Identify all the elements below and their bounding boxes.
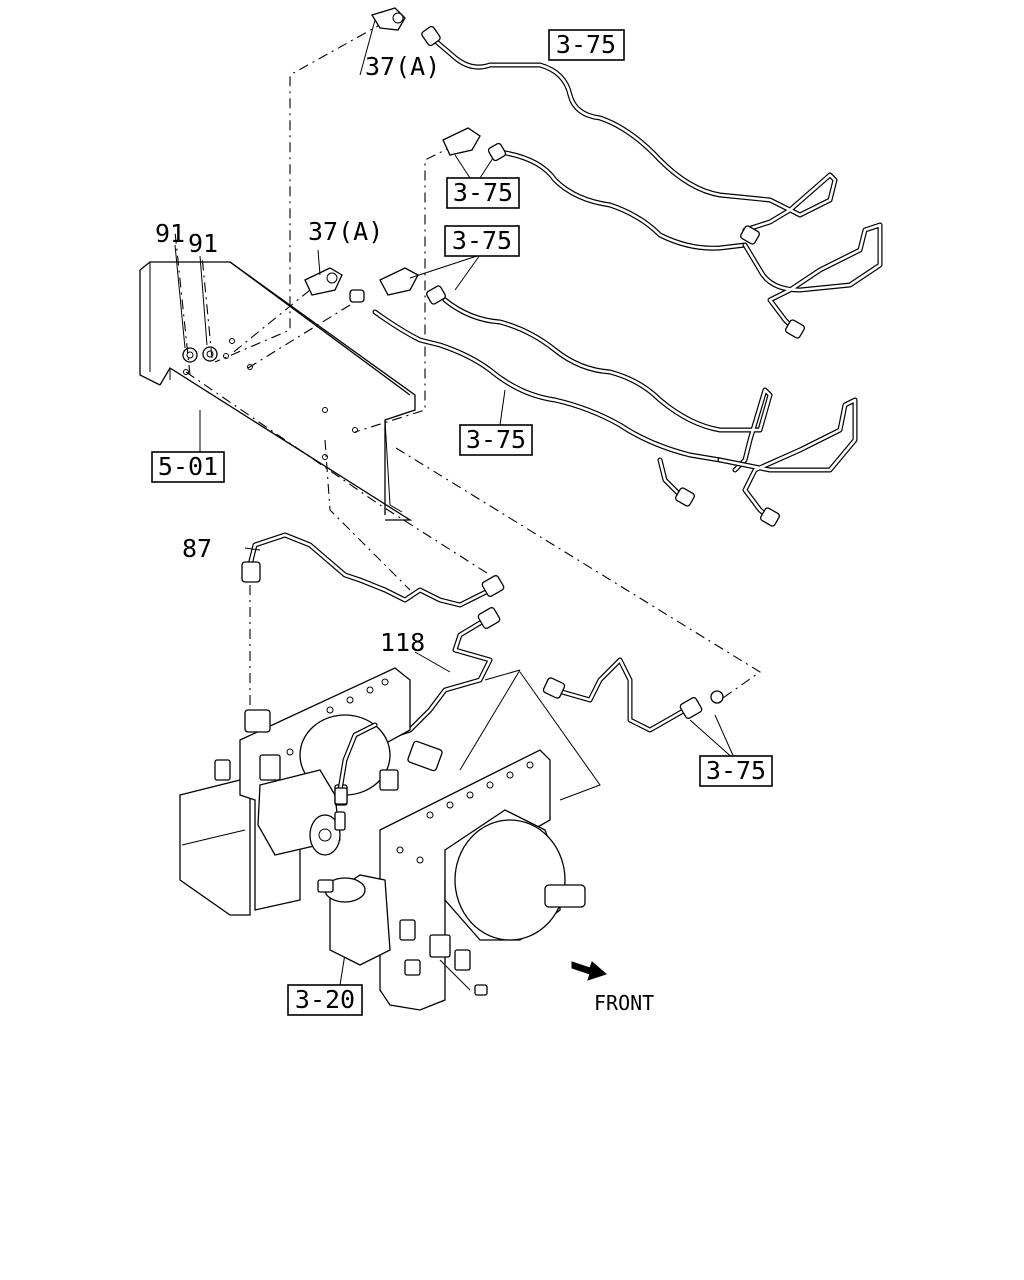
part-label-91-right: 91	[188, 229, 218, 258]
pipe-3-75-top	[372, 35, 883, 521]
frame-rail	[139, 261, 416, 521]
elbow-connector-37a-top	[371, 7, 406, 31]
part-label-37a-top: 37(A)	[365, 52, 440, 81]
nut-91-left	[182, 347, 198, 363]
svg-text:5-01: 5-01	[158, 452, 218, 481]
ref-box-3-20: 3-20	[287, 984, 363, 1016]
valve-assembly	[179, 667, 586, 1011]
front-label: FRONT	[594, 991, 654, 1015]
pipe-3-75-right	[542, 657, 724, 733]
fittings-top	[349, 25, 805, 527]
ref-box-3-75-a: 3-75	[548, 29, 625, 61]
elbow-connector-lower	[379, 267, 419, 296]
elbow-connector-upper	[442, 127, 481, 156]
part-label-118: 118	[380, 628, 425, 657]
svg-text:3-75: 3-75	[453, 178, 513, 207]
solid-leaders	[174, 19, 736, 986]
svg-text:3-75: 3-75	[706, 756, 766, 785]
leader-lines	[174, 21, 762, 715]
elbow-connector-37a-mid	[304, 267, 343, 296]
ref-box-3-75-b: 3-75	[446, 177, 520, 209]
pipe-87	[241, 532, 505, 608]
svg-text:3-75: 3-75	[556, 30, 616, 59]
ref-box-5-01: 5-01	[151, 451, 225, 483]
svg-text:3-75: 3-75	[452, 226, 512, 255]
svg-text:3-20: 3-20	[295, 985, 355, 1014]
part-label-87: 87	[182, 534, 212, 563]
front-arrow-icon	[571, 961, 607, 981]
svg-text:3-75: 3-75	[466, 425, 526, 454]
pipe-118	[392, 607, 501, 738]
ref-box-3-75-e: 3-75	[699, 755, 773, 787]
nut-91-right	[202, 346, 218, 362]
lower-leaders	[459, 669, 601, 801]
part-label-91-left: 91	[155, 219, 185, 248]
ref-box-3-75-c: 3-75	[444, 225, 520, 257]
ref-box-3-75-d: 3-75	[459, 424, 533, 456]
part-label-37a-mid: 37(A)	[308, 217, 383, 246]
